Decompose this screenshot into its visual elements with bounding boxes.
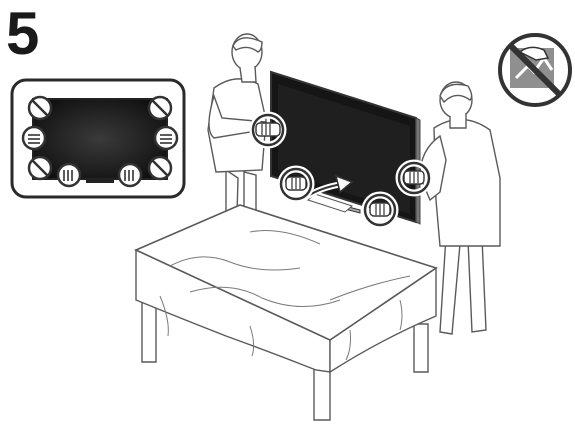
tv-grip-points-inset-icon	[12, 80, 184, 197]
step-number: 5	[6, 2, 39, 66]
do-not-press-screen-warning-icon	[500, 35, 570, 105]
table-with-cloth	[136, 205, 436, 420]
